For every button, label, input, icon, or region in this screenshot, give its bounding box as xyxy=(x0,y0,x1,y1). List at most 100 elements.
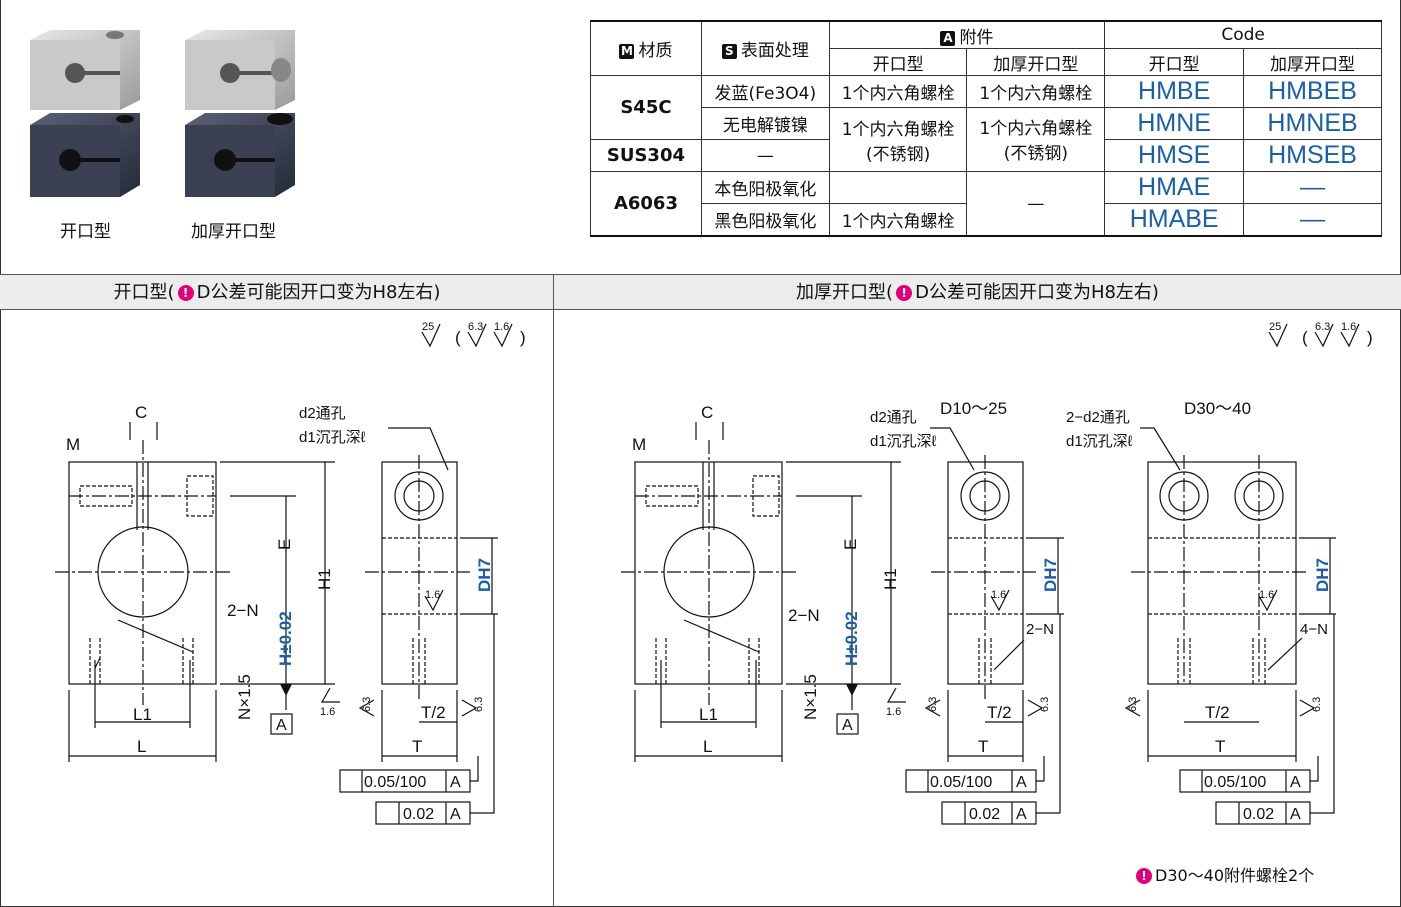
range-label-1: D10～25 xyxy=(940,399,1007,418)
header-acc-thick: 加厚开口型 xyxy=(966,48,1106,76)
tol-par-datum: A xyxy=(1016,806,1027,823)
code-cell[interactable]: HMBE xyxy=(1104,75,1245,108)
surf-label: 1.6 xyxy=(320,706,335,718)
exclamation-icon: ! xyxy=(896,285,913,301)
tol-par: 0.02 xyxy=(403,806,434,823)
roughness-label: 1.6 xyxy=(494,321,509,333)
drawing-open-type: 25 (6.3 1.6) C M L1 L 2−N A d2通孔 d1沉孔深ℓ … xyxy=(55,321,526,825)
code-cell[interactable]: — xyxy=(1243,171,1382,204)
dim-4n: 4−N xyxy=(1300,621,1328,638)
tol-perp: 0.05/100 xyxy=(1204,774,1266,791)
acc-open-cell: 1个内六角螺栓 xyxy=(828,203,968,237)
code-cell[interactable]: HMAE xyxy=(1104,171,1245,204)
header-code-open: 开口型 xyxy=(1104,48,1245,76)
code-cell[interactable]: HMBEB xyxy=(1243,75,1382,108)
dim-d2: d2通孔 xyxy=(870,409,917,426)
section-header-thick: 加厚开口型(!D公差可能因开口变为H8左右) xyxy=(554,274,1401,310)
dim-h1: H1 xyxy=(881,568,900,590)
roughness-label: 25 xyxy=(422,321,434,333)
roughness-label: 1.6 xyxy=(1341,321,1356,333)
silver-open-block-image xyxy=(30,30,140,110)
code-cell[interactable]: — xyxy=(1243,203,1382,237)
surf-label: 6.3 xyxy=(361,697,373,712)
dim-d: DH7 xyxy=(1313,558,1332,592)
black-thick-block-image xyxy=(185,113,295,197)
datum-a: A xyxy=(842,717,853,734)
code-cell[interactable]: HMNE xyxy=(1104,107,1245,140)
exclamation-icon: ! xyxy=(177,285,194,301)
product-photos xyxy=(30,30,295,197)
tol-par-datum: A xyxy=(450,806,461,823)
dim-2n: 2−N xyxy=(788,606,820,625)
dim-c: C xyxy=(135,403,147,422)
surf-label: 6.3 xyxy=(927,697,939,712)
svg-text:): ) xyxy=(1367,328,1373,347)
dim-2d2: 2−d2通孔 xyxy=(1066,409,1130,426)
dim-l1: L1 xyxy=(133,705,152,724)
dim-t2: T/2 xyxy=(987,703,1012,722)
surf-label: 6.3 xyxy=(1311,697,1323,712)
dim-m: M xyxy=(632,435,646,454)
dim-d2: d2通孔 xyxy=(299,405,346,422)
footnote: !D30～40附件螺栓2个 xyxy=(1133,862,1314,886)
drawing-thick-type: 25 (6.3 1.6) C M L1 L 2−N A D10～25 D30～4… xyxy=(621,321,1373,825)
code-cell[interactable]: HMNEB xyxy=(1243,107,1382,140)
tol-par: 0.02 xyxy=(1243,806,1274,823)
dim-d: DH7 xyxy=(475,558,494,592)
tol-perp: 0.05/100 xyxy=(364,774,426,791)
dim-d1: d1沉孔深ℓ xyxy=(1066,433,1133,450)
black-open-block-image xyxy=(30,113,140,197)
acc-open-cell: 1个内六角螺栓(不锈钢) xyxy=(828,107,968,172)
svg-text:): ) xyxy=(520,328,526,347)
material-a6063: A6063 xyxy=(590,171,702,237)
photo-caption-open: 开口型 xyxy=(60,222,111,242)
dim-t: T xyxy=(978,737,988,756)
tol-perp-datum: A xyxy=(450,774,461,791)
code-cell[interactable]: HMABE xyxy=(1104,203,1245,237)
acc-thick-cell: 1个内六角螺栓 xyxy=(966,75,1106,108)
dim-n: N×1.5 xyxy=(235,674,254,720)
roughness-label: 25 xyxy=(1269,321,1281,333)
dim-2n: 2−N xyxy=(227,601,259,620)
acc-thick-cell: — xyxy=(966,171,1106,237)
code-cell[interactable]: HMSE xyxy=(1104,139,1245,172)
material-sus304: SUS304 xyxy=(590,139,702,172)
dim-d: DH7 xyxy=(1041,558,1060,592)
dim-t2: T/2 xyxy=(1205,703,1230,722)
surf-label: 6.3 xyxy=(1127,697,1139,712)
svg-text:(: ( xyxy=(455,328,461,347)
tol-perp-datum: A xyxy=(1016,774,1027,791)
section-header-open: 开口型(!D公差可能因开口变为H8左右) xyxy=(0,274,554,310)
surface-cell: 黑色阳极氧化 xyxy=(700,203,830,237)
tol-perp: 0.05/100 xyxy=(930,774,992,791)
acc-thick-cell: 1个内六角螺栓(不锈钢) xyxy=(966,107,1106,172)
section-divider xyxy=(553,274,554,907)
surface-cell: 本色阳极氧化 xyxy=(700,171,830,204)
code-cell[interactable]: HMSEB xyxy=(1243,139,1382,172)
surf-label: 1.6 xyxy=(1259,589,1274,601)
acc-open-cell: 1个内六角螺栓 xyxy=(828,75,968,108)
dim-m: M xyxy=(66,435,80,454)
dim-l: L xyxy=(137,737,146,756)
dim-h: H±0.02 xyxy=(842,611,861,666)
dim-d1: d1沉孔深ℓ xyxy=(299,429,366,446)
exclamation-icon: ! xyxy=(1136,868,1152,884)
svg-text:(: ( xyxy=(1302,328,1308,347)
dim-t2: T/2 xyxy=(421,703,446,722)
surf-label: 6.3 xyxy=(473,697,485,712)
tol-par-datum: A xyxy=(1290,806,1301,823)
dim-e: E xyxy=(275,539,294,550)
header-code-thick: 加厚开口型 xyxy=(1243,48,1382,76)
roughness-label: 6.3 xyxy=(468,321,483,333)
dim-t: T xyxy=(412,737,422,756)
surf-label: 1.6 xyxy=(425,589,440,601)
dim-c: C xyxy=(701,403,713,422)
surf-label: 1.6 xyxy=(886,706,901,718)
header-acc-open: 开口型 xyxy=(828,48,968,76)
surf-label: 1.6 xyxy=(991,589,1006,601)
dim-t: T xyxy=(1215,737,1225,756)
photo-caption-thick: 加厚开口型 xyxy=(191,222,276,242)
